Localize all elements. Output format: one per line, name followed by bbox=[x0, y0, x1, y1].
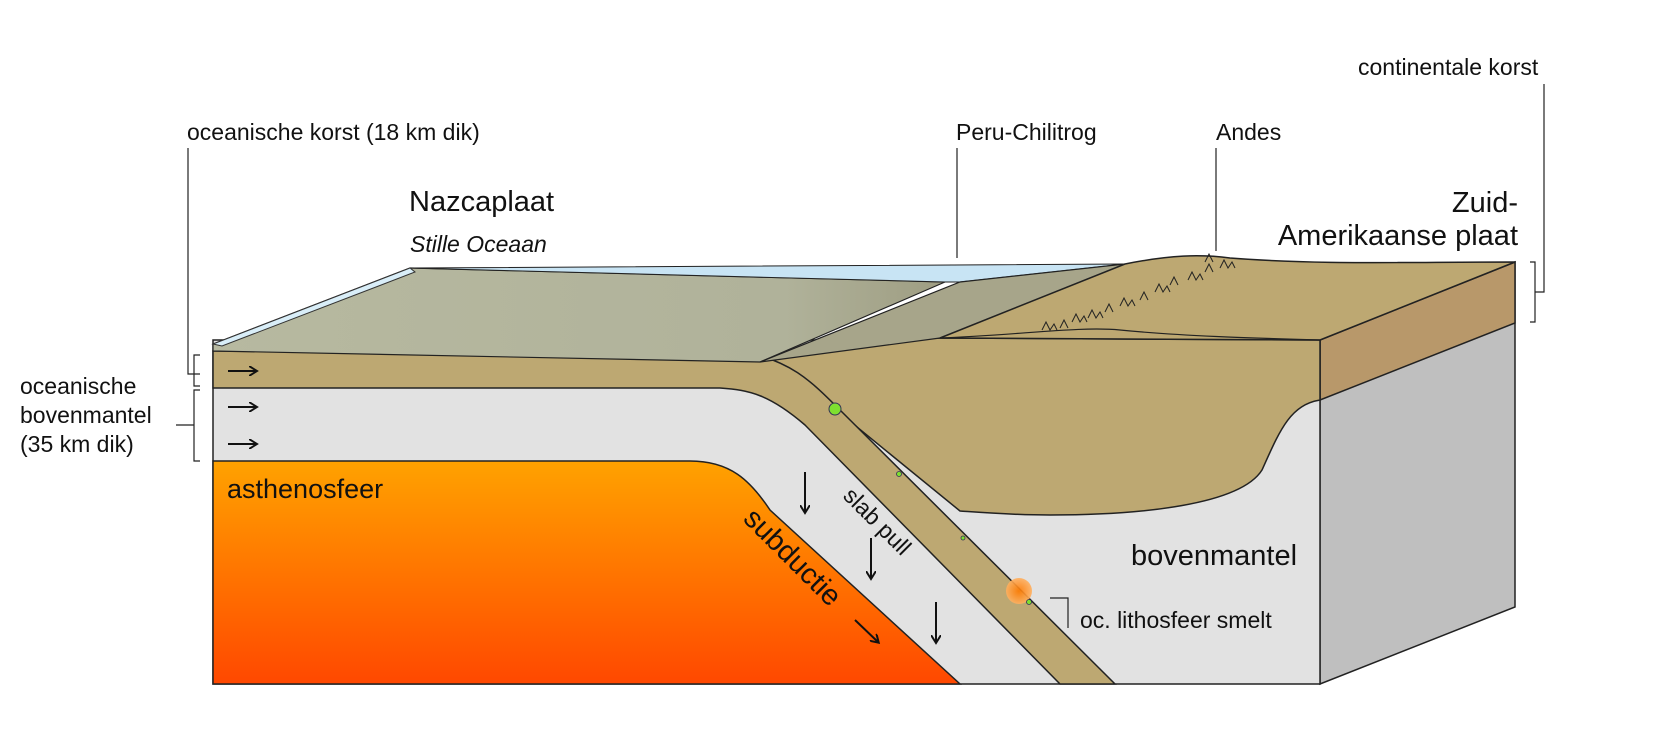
asthenosphere bbox=[212, 460, 962, 685]
label-lithosphere-melts: oc. lithosfeer smelt bbox=[1080, 607, 1272, 633]
melt-blob bbox=[1006, 578, 1032, 604]
label-oceanic-mantle-2: bovenmantel bbox=[20, 402, 152, 428]
label-south-american-plate-2: Amerikaanse plaat bbox=[1278, 220, 1518, 252]
continental-top bbox=[939, 255, 1516, 341]
leader-lines bbox=[176, 84, 1545, 628]
label-oceanic-crust: oceanische korst (18 km dik) bbox=[187, 119, 480, 145]
label-pacific-ocean: Stille Oceaan bbox=[410, 231, 547, 257]
label-upper-mantle: bovenmantel bbox=[1131, 540, 1297, 572]
arrow-subduction bbox=[854, 619, 878, 642]
label-oceanic-mantle-3: (35 km dik) bbox=[20, 431, 134, 457]
label-continental-crust: continentale korst bbox=[1358, 54, 1539, 80]
subducting-slab bbox=[212, 350, 1117, 685]
green-marker-large bbox=[828, 402, 842, 416]
label-asthenosphere: asthenosfeer bbox=[227, 474, 383, 504]
label-andes: Andes bbox=[1216, 119, 1281, 145]
green-marker-small-1 bbox=[896, 471, 902, 477]
label-trench: Peru-Chilitrog bbox=[956, 119, 1097, 145]
ocean-water-edge bbox=[211, 267, 416, 347]
green-marker-small-2 bbox=[960, 535, 966, 541]
label-oceanic-mantle-1: oceanische bbox=[20, 373, 136, 399]
green-marker-small-3 bbox=[1026, 599, 1032, 605]
label-south-american-plate-1: Zuid- bbox=[1452, 187, 1518, 219]
continental-top-ridge bbox=[939, 328, 1321, 341]
andes-mountains bbox=[1041, 252, 1236, 331]
label-nazca-plate: Nazcaplaat bbox=[409, 186, 554, 218]
